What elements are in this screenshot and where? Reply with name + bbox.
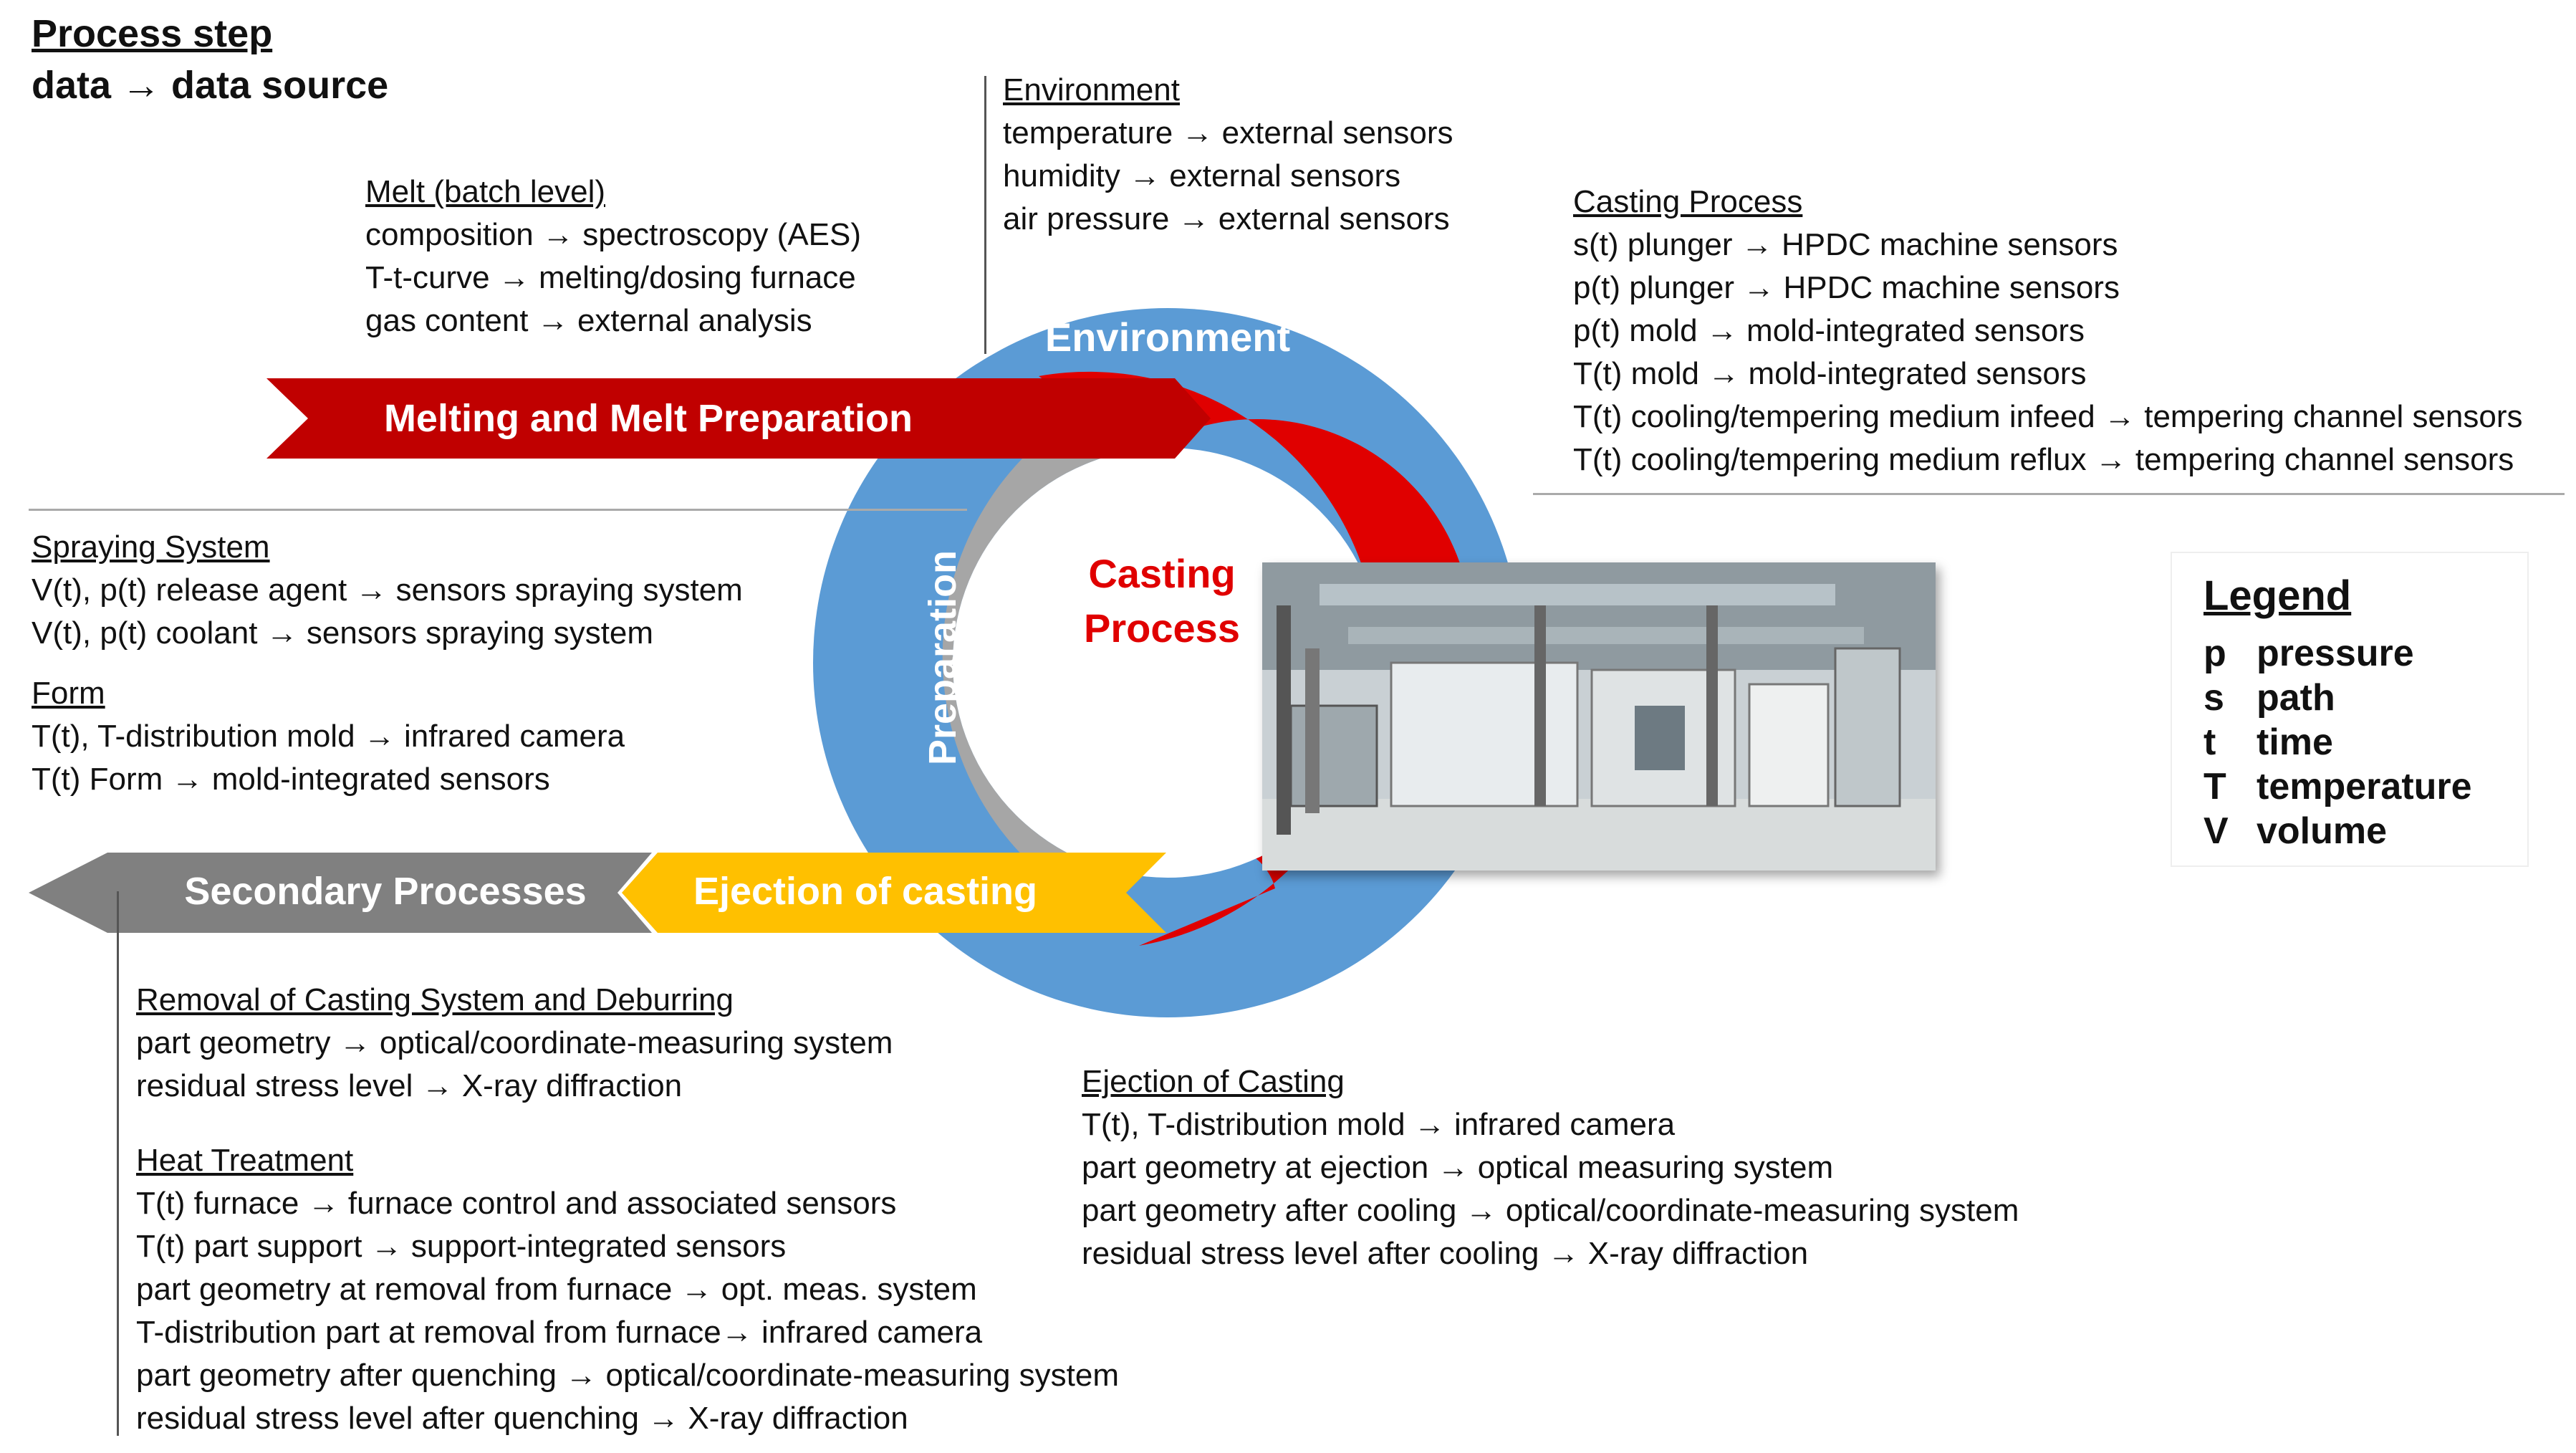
spraying-block: Spraying System V(t), p(t) release agent… [32,526,743,655]
environment-line: temperature → external sensors [1003,115,1453,150]
legend-key: s [2203,677,2224,719]
legend-title: Legend [2203,572,2352,619]
center-label-process: Process [1084,605,1240,651]
removal-heading: Removal of Casting System and Deburring [136,982,734,1017]
environment-line: humidity → external sensors [1003,158,1401,193]
legend-value: temperature [2257,766,2472,807]
environment-block: Environment temperature → external senso… [1003,69,1453,241]
ejection-heading: Ejection of Casting [1082,1064,1345,1099]
ejection-line: part geometry after cooling → optical/co… [1082,1193,2019,1228]
form-heading: Form [32,676,105,711]
removal-line: residual stress level → X-ray diffractio… [136,1068,683,1103]
casting-machine-photo [1262,562,1936,871]
legend-key: T [2203,766,2226,807]
legend-value: path [2257,677,2335,719]
melting-arrow-label: Melting and Melt Preparation [384,397,913,440]
casting-line: T(t) mold → mold-integrated sensors [1573,356,2087,391]
casting-line: s(t) plunger → HPDC machine sensors [1573,227,2118,262]
casting-line: p(t) mold → mold-integrated sensors [1573,313,2085,348]
heat-treatment-line: T(t) part support → support-integrated s… [136,1229,787,1264]
melt-line: T-t-curve → melting/dosing furnace [365,260,856,295]
ejection-arrow-shape [622,853,1166,933]
ejection-block: Ejection of Casting T(t), T-distribution… [1082,1060,2019,1275]
preparation-label: Preparation [921,550,964,765]
heat-treatment-line: part geometry after quenching → optical/… [136,1358,1120,1393]
casting-line: T(t) cooling/tempering medium infeed → t… [1573,399,2523,434]
form-line: T(t), T-distribution mold → infrared cam… [32,719,625,754]
secondary-arrow-label: Secondary Processes [184,870,586,913]
form-block: Form T(t), T-distribution mold → infrare… [32,672,625,801]
form-line: T(t) Form → mold-integrated sensors [32,762,550,797]
ejection-line: T(t), T-distribution mold → infrared cam… [1082,1107,1676,1142]
environment-heading: Environment [1003,72,1181,107]
heat-treatment-line: T(t) furnace → furnace control and assoc… [136,1186,897,1221]
melt-line: gas content → external analysis [365,303,812,338]
melt-line: composition → spectroscopy (AES) [365,217,862,252]
spraying-line: V(t), p(t) coolant → sensors spraying sy… [32,615,654,651]
melt-block: Melt (batch level) composition → spectro… [365,171,861,342]
heat-treatment-block: Heat Treatment T(t) furnace → furnace co… [136,1139,1119,1440]
legend-value: volume [2257,810,2388,852]
environment-line: air pressure → external sensors [1003,201,1450,236]
page-title: Process step [32,12,273,55]
legend-key: p [2203,633,2226,674]
heat-treatment-line: residual stress level after quenching → … [136,1401,908,1436]
legend-item: p pressure [2203,632,2414,675]
casting-heading: Casting Process [1573,184,1803,219]
legend-key: V [2203,810,2229,852]
casting-line: p(t) plunger → HPDC machine sensors [1573,270,2120,305]
right-divider [1533,493,2565,495]
legend-value: pressure [2257,633,2414,674]
melt-heading: Melt (batch level) [365,174,606,209]
removal-line: part geometry → optical/coordinate-measu… [136,1025,893,1060]
casting-line: T(t) cooling/tempering medium reflux → t… [1573,442,2514,477]
casting-block: Casting Process s(t) plunger → HPDC mach… [1573,181,2523,481]
heat-treatment-heading: Heat Treatment [136,1143,354,1178]
ejection-arrow-label: Ejection of casting [693,870,1037,913]
ejection-line: residual stress level after cooling → X-… [1082,1236,1809,1271]
environment-connector [984,76,986,354]
environment-ring-label: Environment [1045,315,1290,360]
page-subtitle: data → data source [32,64,389,107]
secondary-arrow-shape [29,853,652,933]
removal-block: Removal of Casting System and Deburring … [136,979,893,1108]
melting-arrow-shape [266,378,1211,459]
legend-value: time [2257,721,2333,763]
left-divider [29,509,967,511]
ejection-line: part geometry at ejection → optical meas… [1082,1150,1834,1185]
heat-treatment-line: T-distribution part at removal from furn… [136,1315,983,1350]
legend-key: t [2203,721,2216,763]
center-label-casting: Casting [1088,551,1235,596]
secondary-connector [117,891,119,1436]
spraying-line: V(t), p(t) release agent → sensors spray… [32,572,743,608]
spraying-heading: Spraying System [32,529,270,565]
heat-treatment-line: part geometry at removal from furnace → … [136,1272,977,1307]
